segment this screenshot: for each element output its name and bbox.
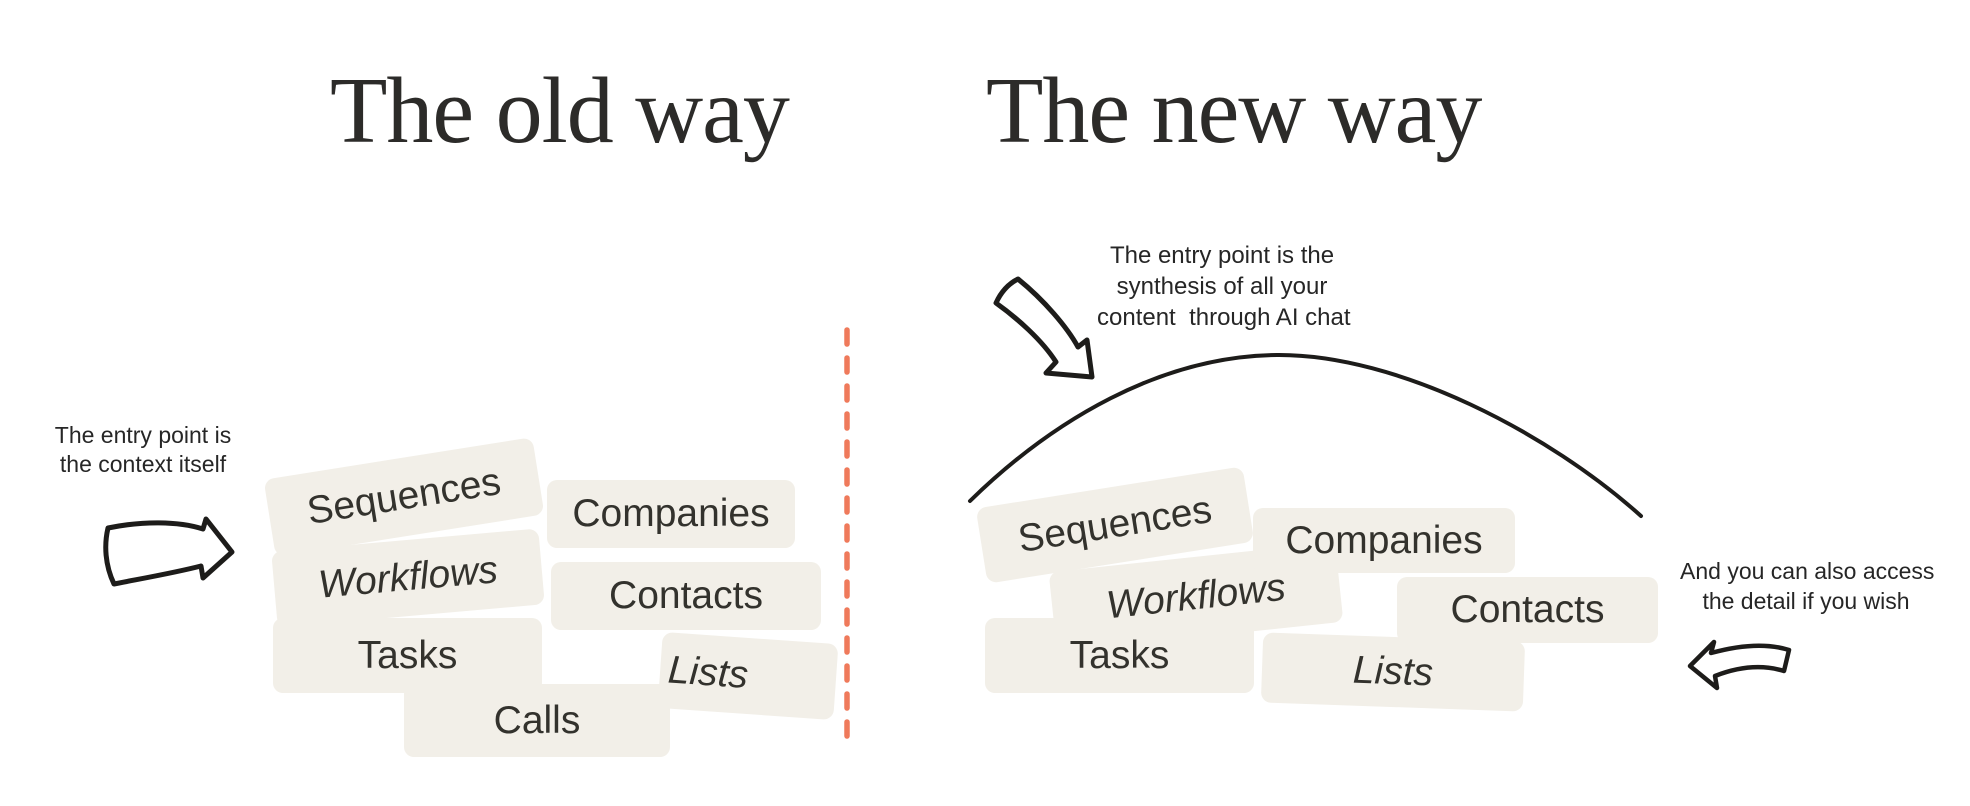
annotation-line: content through AI chat xyxy=(1097,304,1351,331)
box-tasks-new: Tasks xyxy=(985,618,1254,693)
curved-arrow-down-right-icon xyxy=(993,276,1095,380)
box-label: Companies xyxy=(1285,518,1483,562)
curved-arrow-right-icon xyxy=(103,516,235,587)
box-companies-old: Companies xyxy=(547,480,795,548)
box-companies-new: Companies xyxy=(1253,508,1515,573)
box-label: Sequences xyxy=(1015,488,1215,562)
annotation-line: synthesis of all your xyxy=(1116,273,1328,300)
box-label: Lists xyxy=(666,648,750,697)
box-label: Lists xyxy=(1352,648,1434,695)
box-label: Contacts xyxy=(1450,588,1605,631)
old-way-annotation: The entry point is the context itself xyxy=(38,421,248,479)
annotation-line: the context itself xyxy=(59,451,227,477)
detail-side-note: And you can also access the detail if yo… xyxy=(1680,556,1935,616)
box-lists-old: Lists xyxy=(657,631,839,721)
box-label: Contacts xyxy=(609,574,763,617)
new-way-annotation: The entry point is the synthesis of all … xyxy=(1097,240,1351,333)
box-label: Tasks xyxy=(357,633,458,677)
box-label: Tasks xyxy=(1069,633,1170,677)
synthesis-arc xyxy=(968,352,1643,518)
box-label: Workflows xyxy=(316,548,500,607)
box-contacts-old: Contacts xyxy=(551,562,821,630)
box-calls-old: Calls xyxy=(404,684,670,757)
curved-arrow-left-icon xyxy=(1687,639,1792,691)
box-tasks-old: Tasks xyxy=(273,618,542,693)
box-label: Calls xyxy=(493,698,581,742)
new-way-title: The new way xyxy=(986,59,1482,163)
box-label: Sequences xyxy=(304,460,504,534)
annotation-line: The entry point is the xyxy=(1109,242,1335,269)
box-lists-new: Lists xyxy=(1260,632,1526,712)
old-way-title: The old way xyxy=(330,59,790,163)
annotation-line: The entry point is xyxy=(54,422,232,448)
box-contacts-new: Contacts xyxy=(1397,577,1658,643)
annotation-line: And you can also access xyxy=(1680,558,1935,584)
annotation-line: the detail if you wish xyxy=(1702,588,1910,614)
box-label: Companies xyxy=(572,492,770,535)
